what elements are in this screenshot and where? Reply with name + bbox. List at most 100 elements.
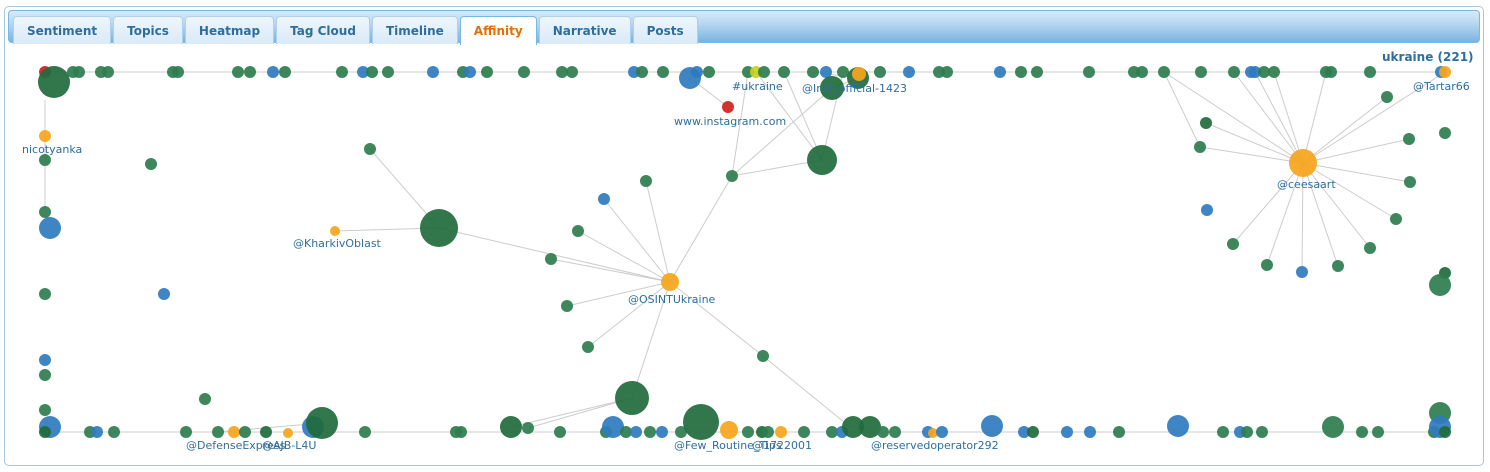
graph-node[interactable]	[720, 421, 738, 439]
graph-node[interactable]	[359, 426, 371, 438]
graph-node[interactable]	[826, 426, 838, 438]
graph-node[interactable]	[1381, 91, 1393, 103]
graph-node[interactable]	[364, 143, 376, 155]
graph-node[interactable]	[1200, 117, 1212, 129]
graph-node[interactable]	[981, 415, 1003, 437]
graph-node[interactable]	[644, 426, 656, 438]
graph-node[interactable]	[661, 273, 679, 291]
graph-node[interactable]	[145, 158, 157, 170]
tab-heatmap[interactable]: Heatmap	[184, 16, 275, 44]
graph-node[interactable]	[1258, 66, 1270, 78]
node-label-tartar[interactable]: @Tartar66	[1413, 80, 1470, 93]
node-label-1722001[interactable]: @1722001	[752, 439, 812, 452]
graph-node[interactable]	[102, 66, 114, 78]
graph-node[interactable]	[1403, 133, 1415, 145]
graph-node[interactable]	[518, 66, 530, 78]
graph-node[interactable]	[1061, 426, 1073, 438]
graph-node[interactable]	[39, 404, 51, 416]
graph-node[interactable]	[1217, 426, 1229, 438]
tab-sentiment[interactable]: Sentiment	[13, 16, 112, 44]
graph-node[interactable]	[602, 416, 624, 438]
graph-node[interactable]	[39, 217, 61, 239]
tab-posts[interactable]: Posts	[632, 16, 698, 44]
graph-node[interactable]	[39, 369, 51, 381]
graph-node[interactable]	[244, 66, 256, 78]
graph-node[interactable]	[630, 426, 642, 438]
graph-node[interactable]	[807, 145, 837, 175]
node-label-kharkiv[interactable]: @KharkivOblast	[293, 237, 382, 250]
graph-node[interactable]	[1201, 204, 1213, 216]
graph-node[interactable]	[1372, 426, 1384, 438]
graph-node[interactable]	[1325, 66, 1337, 78]
graph-node[interactable]	[1195, 66, 1207, 78]
graph-node[interactable]	[1268, 66, 1280, 78]
graph-node[interactable]	[566, 66, 578, 78]
graph-node[interactable]	[1015, 66, 1027, 78]
graph-node[interactable]	[1113, 426, 1125, 438]
node-label-nicotyanka[interactable]: nicotyanka	[22, 143, 82, 156]
graph-node[interactable]	[366, 66, 378, 78]
graph-node[interactable]	[556, 66, 568, 78]
graph-node[interactable]	[683, 404, 719, 440]
graph-node[interactable]	[1439, 66, 1451, 78]
graph-node[interactable]	[798, 426, 810, 438]
graph-node[interactable]	[775, 426, 787, 438]
graph-node[interactable]	[1241, 426, 1253, 438]
graph-node[interactable]	[778, 66, 790, 78]
graph-node[interactable]	[91, 426, 103, 438]
graph-node[interactable]	[357, 66, 369, 78]
graph-node[interactable]	[1027, 426, 1039, 438]
graph-node[interactable]	[1439, 127, 1451, 139]
graph-node[interactable]	[382, 66, 394, 78]
graph-node[interactable]	[572, 225, 584, 237]
graph-node[interactable]	[1261, 259, 1273, 271]
graph-node[interactable]	[636, 66, 648, 78]
graph-node[interactable]	[657, 66, 669, 78]
graph-node[interactable]	[1084, 426, 1096, 438]
graph-node[interactable]	[1083, 66, 1095, 78]
graph-node[interactable]	[928, 428, 938, 438]
graph-node[interactable]	[903, 66, 915, 78]
graph-node[interactable]	[172, 66, 184, 78]
graph-node[interactable]	[199, 393, 211, 405]
graph-node[interactable]	[582, 341, 594, 353]
graph-node[interactable]	[554, 426, 566, 438]
graph-node[interactable]	[889, 426, 901, 438]
graph-node[interactable]	[1289, 149, 1317, 177]
graph-node[interactable]	[936, 426, 948, 438]
graph-node[interactable]	[158, 288, 170, 300]
graph-node[interactable]	[39, 130, 51, 142]
node-label-instagram[interactable]: www.instagram.com	[674, 115, 786, 128]
graph-node[interactable]	[420, 209, 458, 247]
graph-node[interactable]	[1167, 415, 1189, 437]
graph-node[interactable]	[1364, 66, 1376, 78]
graph-node[interactable]	[726, 170, 738, 182]
node-label-inst-official[interactable]: @Inst_official-1423	[802, 82, 907, 95]
graph-node[interactable]	[1228, 66, 1240, 78]
graph-node[interactable]	[758, 66, 770, 78]
graph-node[interactable]	[762, 426, 774, 438]
graph-node[interactable]	[820, 66, 832, 78]
graph-node[interactable]	[232, 66, 244, 78]
graph-node[interactable]	[1404, 176, 1416, 188]
graph-node[interactable]	[842, 416, 864, 438]
graph-node[interactable]	[500, 416, 522, 438]
graph-node[interactable]	[1364, 242, 1376, 254]
graph-node[interactable]	[180, 426, 192, 438]
graph-node[interactable]	[1322, 416, 1344, 438]
graph-node[interactable]	[1194, 141, 1206, 153]
tab-affinity[interactable]: Affinity	[459, 16, 537, 45]
graph-node[interactable]	[1227, 238, 1239, 250]
graph-node[interactable]	[807, 66, 819, 78]
graph-node[interactable]	[336, 66, 348, 78]
node-label-defense[interactable]: @DefenseExpress	[186, 439, 286, 452]
graph-node[interactable]	[757, 350, 769, 362]
graph-node[interactable]	[941, 66, 953, 78]
node-label-ukraine-tag[interactable]: #ukraine	[732, 80, 783, 93]
node-label-ceesaart[interactable]: @ceesaart	[1277, 178, 1336, 191]
graph-node[interactable]	[1249, 66, 1261, 78]
graph-node[interactable]	[656, 426, 668, 438]
graph-node[interactable]	[1018, 426, 1030, 438]
graph-node[interactable]	[1439, 426, 1451, 438]
graph-node[interactable]	[228, 426, 240, 438]
